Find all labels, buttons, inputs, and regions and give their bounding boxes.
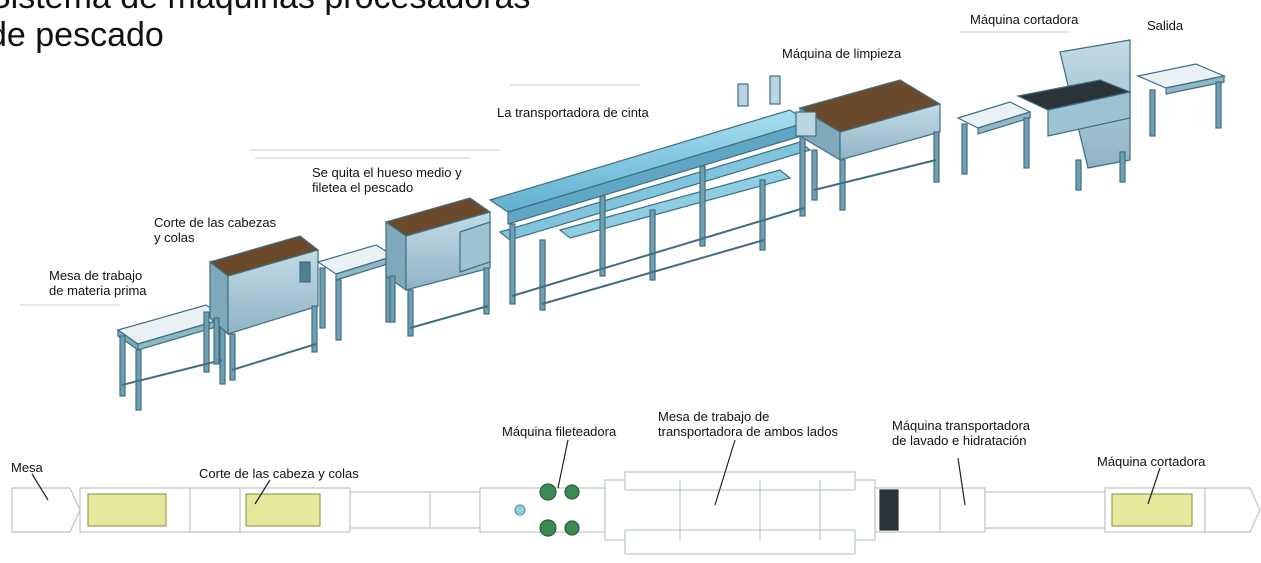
label-belt-conveyor: La transportadora de cinta	[497, 105, 649, 120]
faint-background-marks	[20, 31, 1070, 306]
cutter-feed-conveyor	[956, 101, 1032, 175]
output-table	[1136, 63, 1226, 137]
cutting-machine	[1016, 39, 1133, 191]
label-plan-table: Mesa	[11, 460, 43, 475]
label-bone-removal: Se quita el hueso medio y filetea el pes…	[312, 165, 462, 195]
label-cutting-machine-top: Máquina cortadora	[970, 12, 1079, 27]
intermediate-table	[316, 244, 396, 341]
plan-leader-lines	[31, 439, 1161, 506]
label-output: Salida	[1147, 18, 1184, 33]
label-head-tail-cutter: Corte de las cabezas y colas	[154, 215, 277, 245]
label-plan-two-sided-table: Mesa de trabajo de transportadora de amb…	[658, 409, 838, 439]
filleting-machine	[384, 197, 492, 337]
plan-view-layout	[11, 471, 1261, 555]
label-plan-head-tail-cutter: Corte de las cabeza y colas	[199, 466, 359, 481]
label-raw-material-table: Mesa de trabajo de materia prima	[49, 268, 147, 298]
diagram-title: Sistema de máquinas procesadoras de pesc…	[0, 0, 530, 54]
title-line-2: de pescado	[0, 16, 164, 54]
label-plan-filleting-machine: Máquina fileteadora	[502, 424, 617, 439]
label-plan-cutting-machine: Máquina cortadora	[1097, 454, 1206, 469]
belt-conveyor	[488, 75, 812, 311]
cleaning-machine	[795, 79, 942, 211]
label-cleaning-machine: Máquina de limpieza	[782, 46, 902, 61]
raw-material-table	[116, 304, 228, 411]
label-plan-washing-conveyor: Máquina transportadora de lavado e hidra…	[892, 418, 1031, 448]
title-line-1: Sistema de máquinas procesadoras	[0, 0, 530, 16]
head-tail-cutter-machine	[208, 235, 320, 381]
